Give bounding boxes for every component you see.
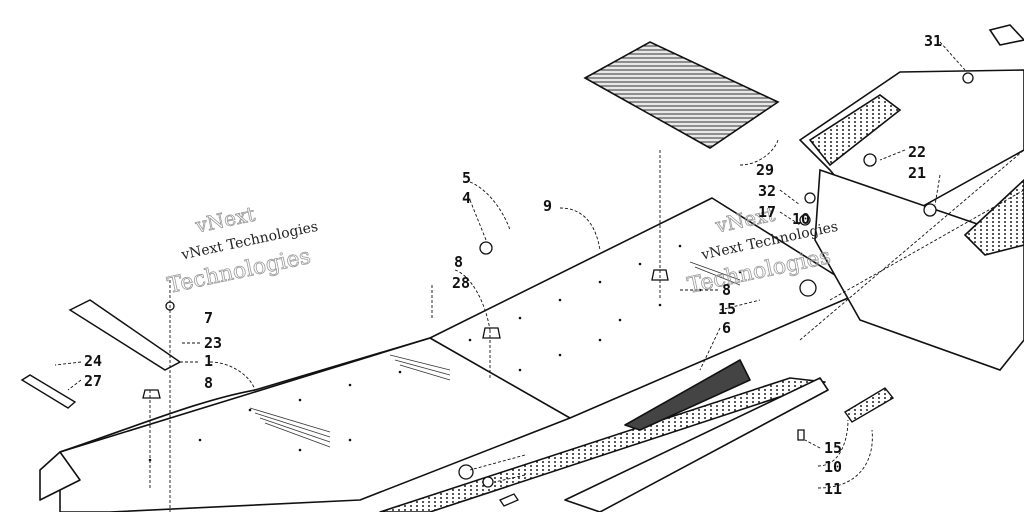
callout-11: 11 [824,480,842,498]
leader-lines [54,41,1024,512]
callout-21: 24 [84,352,102,370]
callout-28: 31 [924,32,942,50]
callout-23: 22 [908,143,926,161]
rivet-holes [148,244,742,462]
callout-1: 1 [204,352,213,370]
strip-22 [20,374,77,409]
tunnel-shading [249,261,741,448]
side-pad [843,387,895,423]
callout-10-top: 10 [792,210,810,228]
callout-27: 29 [756,161,774,179]
callout-9: 9 [543,197,552,215]
callout-24: 28 [452,274,470,292]
callout-22: 27 [84,372,102,390]
callout-8-center: 8 [454,253,463,271]
seat-pad [583,41,780,149]
callout-6: 6 [722,319,731,337]
callout-10-bottom: 10 [824,458,842,476]
callout-17: 17 [758,203,776,221]
callout-15-bottom: 15 [824,439,842,457]
callout-4: 4 [462,189,471,207]
rear-bracket-assembly [798,24,1024,371]
callout-15-top: 15 [718,300,736,318]
callout-8-right: 8 [722,281,731,299]
callout-19: 21 [908,164,926,182]
callout-29: 32 [758,182,776,200]
callout-20: 23 [204,334,222,352]
callout-labels: 23 1 8 7 24 27 5 4 9 8 28 29 32 17 10 8 … [84,32,942,498]
callout-8-left: 8 [204,374,213,392]
watermark-left: vNext vNext Technologies Technologies [165,201,320,299]
callout-5: 5 [462,169,471,187]
callout-7: 7 [204,309,213,327]
